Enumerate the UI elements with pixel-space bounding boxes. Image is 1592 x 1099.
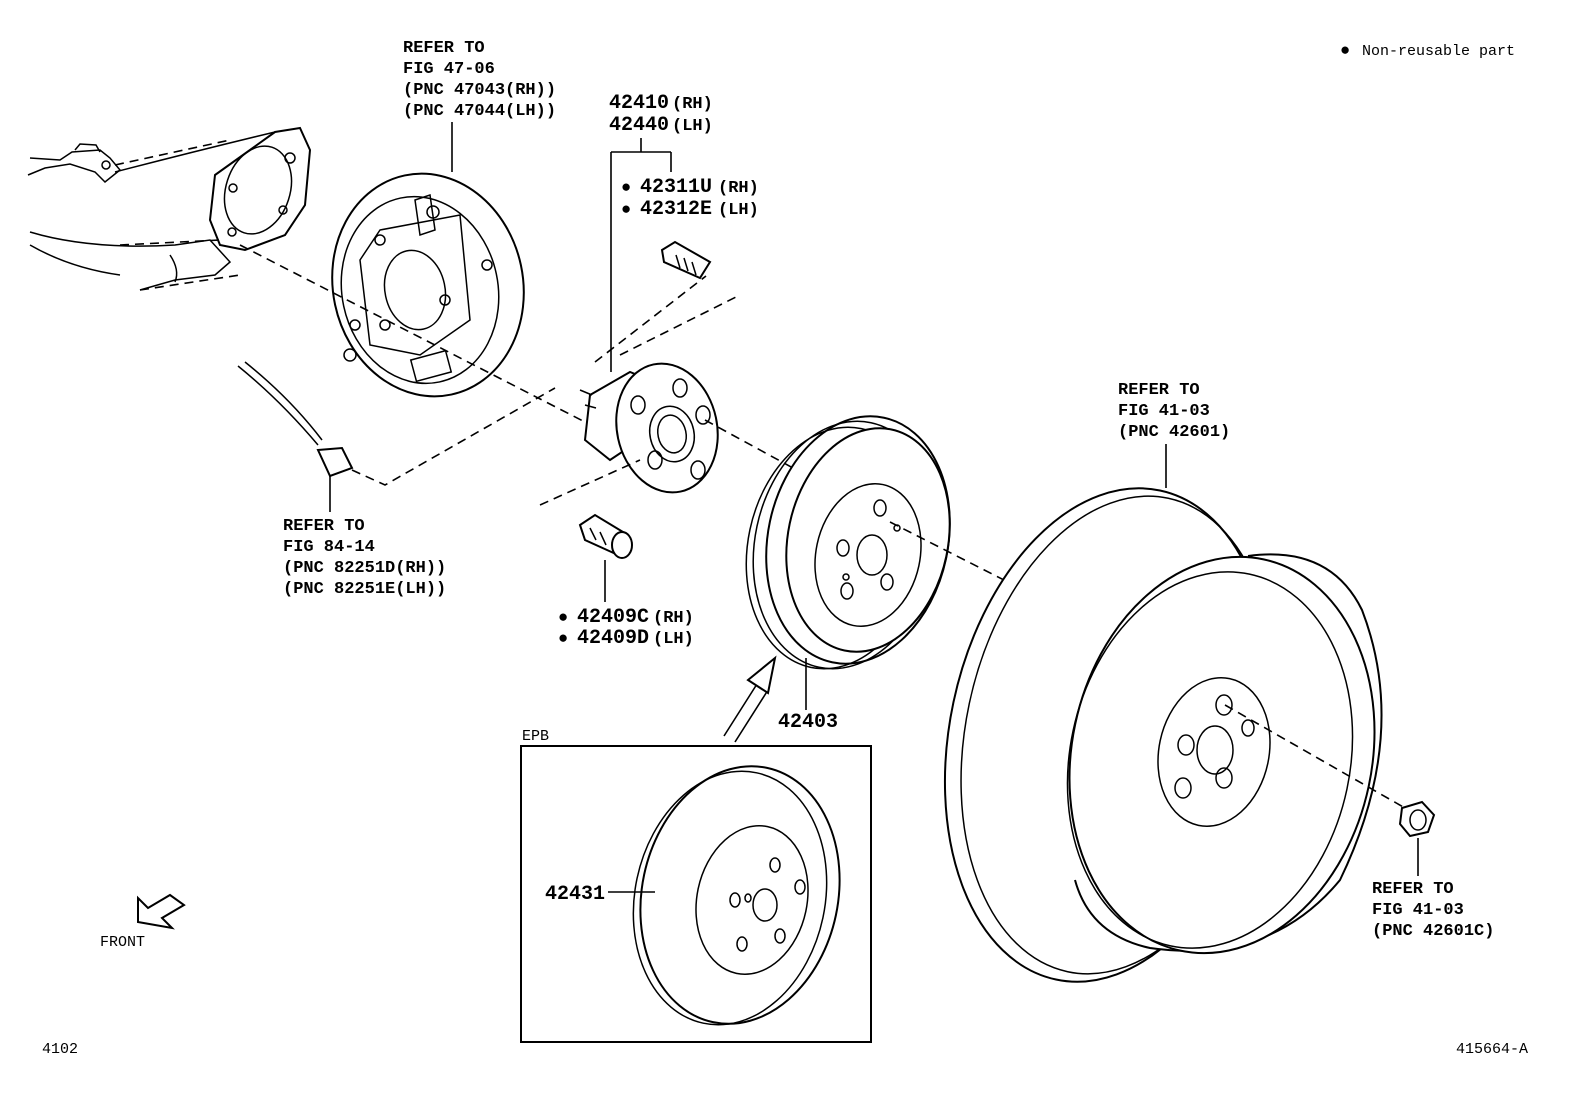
epb-box: EPB 42431 [520,728,872,1043]
hub-bolt-drawing [660,240,712,280]
wheel-nut-drawing [1398,800,1436,876]
front-arrow-icon [137,893,186,930]
hub-nut-pn-rh: 42409C [577,606,649,629]
sensor-ref-line-4: (PNC 82251E(LH)) [283,580,446,599]
front-indicator: FRONT [100,893,186,951]
brake-drum-drawing: 42403 [745,415,1221,734]
hub-nut-pn-lh-suffix: (LH) [653,630,694,649]
hub-bolt-pn-rh: 42311U [640,176,712,199]
footer-right-code: 415664-A [1456,1041,1528,1058]
hub-callout: 42410 (RH) 42440 (LH) [609,92,713,372]
ref-line-4: (PNC 47044(LH)) [403,102,556,121]
hub-nut-callout: ● 42409C (RH) ● 42409D (LH) [558,606,694,650]
footer-left-code: 4102 [42,1041,78,1058]
non-reusable-marker: ● [1340,42,1350,61]
front-label: FRONT [100,934,145,951]
nut-ref-line-3: (PNC 42601C) [1372,922,1494,941]
hub-bolt-marker-rh: ● [621,179,631,198]
hub-bolt-pn-lh: 42312E [640,198,712,221]
backing-plate-callout: REFER TO FIG 47-06 (PNC 47043(RH)) (PNC … [403,39,556,172]
ref-line-2: FIG 47-06 [403,60,495,79]
drum-pn: 42403 [778,711,838,734]
hub-pn-rh: 42410 [609,92,669,115]
sensor-ref-line-2: FIG 84-14 [283,538,375,557]
hub-pn-lh-suffix: (LH) [672,117,713,136]
wheel-drawing [943,444,1406,983]
hub-nut-marker-rh: ● [558,609,568,628]
hub-bolt-callout: ● 42311U (RH) ● 42312E (LH) [621,176,759,221]
nut-ref-line-2: FIG 41-03 [1372,901,1464,920]
wheel-ref-line-1: REFER TO [1118,381,1200,400]
ref-line-3: (PNC 47043(RH)) [403,81,556,100]
backing-plate-drawing [239,172,621,441]
hub-assembly-drawing [539,275,871,511]
legend: ● Non-reusable part [1340,42,1515,61]
epb-arrow [723,655,777,743]
wheel-callout: REFER TO FIG 41-03 (PNC 42601) [1118,381,1230,442]
sensor-ref-line-3: (PNC 82251D(RH)) [283,559,446,578]
ref-line-1: REFER TO [403,39,485,58]
hub-nut-marker-lh: ● [558,630,568,649]
axle-beam-drawing [27,126,312,291]
sensor-ref-line-1: REFER TO [283,517,365,536]
hub-pn-lh: 42440 [609,114,669,137]
legend-text: Non-reusable part [1362,43,1515,60]
hub-bolt-pn-lh-suffix: (LH) [718,201,759,220]
wheel-ref-line-3: (PNC 42601) [1118,423,1230,442]
speed-sensor-drawing [237,361,556,486]
wheel-ref-line-2: FIG 41-03 [1118,402,1210,421]
hub-pn-rh-suffix: (RH) [672,95,713,114]
sensor-callout: REFER TO FIG 84-14 (PNC 82251D(RH)) (PNC… [283,476,446,599]
hub-nut-drawing [578,513,633,602]
hub-nut-pn-rh-suffix: (RH) [653,609,694,628]
hub-nut-pn-lh: 42409D [577,627,649,650]
disc-pn: 42431 [545,883,605,906]
hub-bolt-marker-lh: ● [621,201,631,220]
wheel-nut-callout: REFER TO FIG 41-03 (PNC 42601C) [1372,880,1494,941]
hub-bolt-pn-rh-suffix: (RH) [718,179,759,198]
epb-label: EPB [522,728,549,745]
nut-ref-line-1: REFER TO [1372,880,1454,899]
